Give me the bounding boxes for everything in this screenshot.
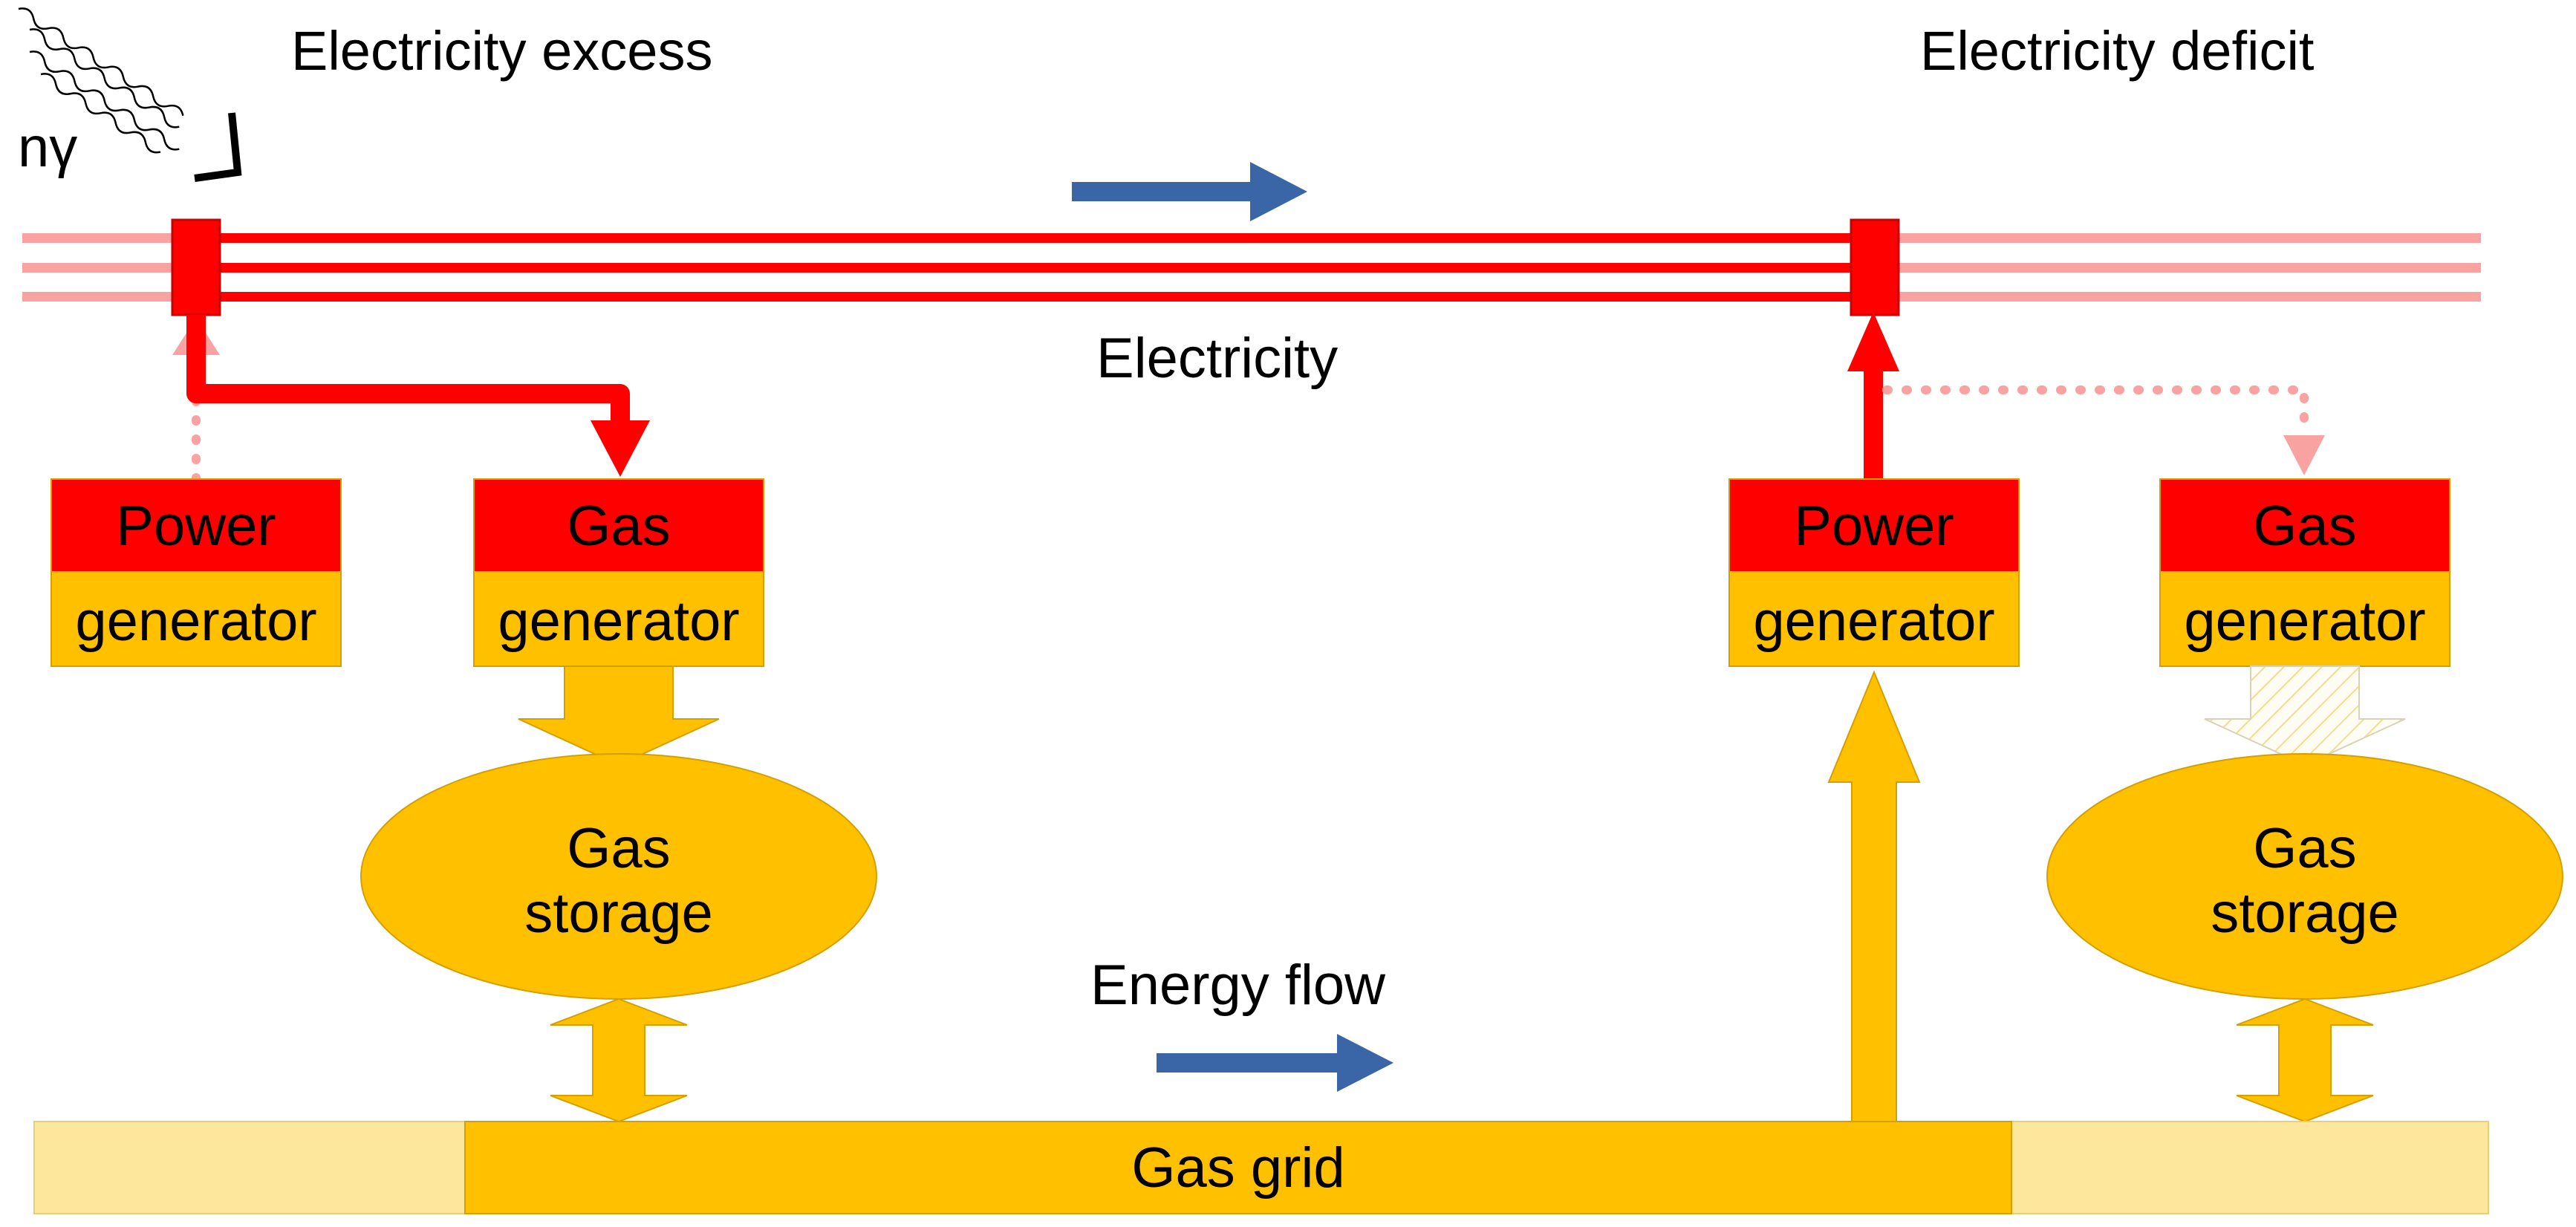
power-line-wire-top [195,233,1873,243]
electricity-label: Electricity [1096,327,1338,390]
right-generator-feed [1847,312,2325,479]
gas-grid-left-pale-segment [33,1121,466,1214]
power-line-wire-mid [195,263,1873,273]
gas-storage-left-line2: storage [524,882,713,945]
left-generator-feed [172,315,650,484]
gas-generator-right: Gas generator [2159,478,2450,667]
gas-grid-to-power-generator-arrow [1827,670,1921,1122]
right-storage-grid-bidirectional-arrow [2236,997,2374,1123]
grid-to-gas-generator-dotted-line [1882,385,2309,437]
power-gen-to-grid-line [1864,368,1883,479]
gas-storage-right: Gas storage [2046,753,2563,1000]
power-generator-left-subtitle: generator [75,590,316,653]
gas-storage-left-line1: Gas [567,817,670,880]
grid-connector-right [1850,218,1900,316]
gas-grid-right-pale-segment [2011,1121,2489,1214]
gas-storage-right-line2: storage [2211,882,2399,945]
wavy-photon-icon [18,7,242,182]
electricity-direction-arrow [1072,162,1307,221]
excess-arrow-head-down [591,420,650,477]
gas-storage-left: Gas storage [360,753,877,1000]
energy-flow-label: Energy flow [1090,954,1386,1017]
electricity-deficit-heading: Electricity deficit [1920,20,2315,82]
energy-flow-direction-arrow [1157,1034,1393,1092]
power-generator-right: Power generator [1728,478,2020,667]
gas-generator-left-title: Gas [567,495,670,558]
power-line-wire-bottom [195,292,1873,302]
inactive-gas-generator-to-storage-arrow [2204,665,2406,767]
gas-generator-right-title: Gas [2253,495,2356,558]
gas-generator-left: Gas generator [473,478,764,667]
grid-connector-left [171,218,221,316]
gas-grid: Gas grid [33,1121,2489,1214]
left-storage-grid-bidirectional-arrow [550,997,688,1123]
power-generator-left-title: Power [116,495,276,558]
power-generator-right-title: Power [1794,495,1954,558]
power-line [22,218,2481,316]
gas-generator-right-subtitle: generator [2184,590,2425,653]
gas-grid-label: Gas grid [1131,1136,1344,1200]
gas-generator-to-storage-arrow [518,665,720,767]
deficit-arrow-head-up [1847,312,1899,371]
gas-generator-left-subtitle: generator [498,590,739,653]
power-generator-right-subtitle: generator [1753,590,1994,653]
dotted-arrow-head-down [2283,435,2325,475]
electricity-excess-heading: Electricity excess [291,20,712,82]
excess-to-gas-generator-line [186,315,630,425]
gas-grid-main-segment [464,1121,2012,1214]
photon-symbol: nγ [18,116,77,179]
gas-storage-right-line1: Gas [2253,817,2356,880]
power-generator-left: Power generator [51,478,342,667]
